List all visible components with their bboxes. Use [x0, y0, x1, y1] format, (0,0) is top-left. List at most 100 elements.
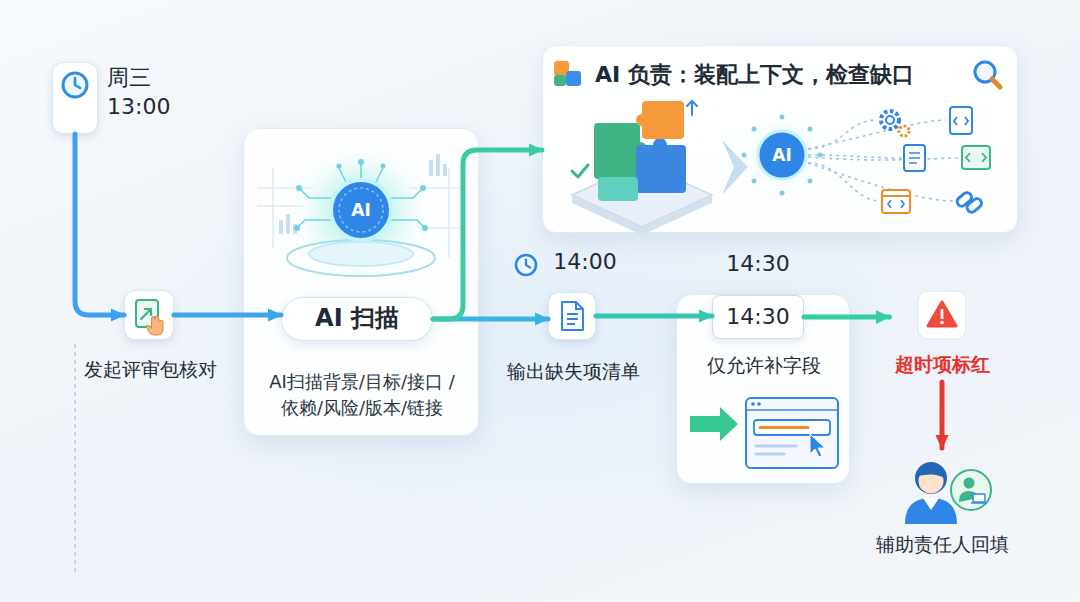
scan-card: AI扫描背景/目标/接口 /依赖/风险/版本/链接AI 扫描 — [243, 128, 479, 436]
ai-scan-illustration-part — [339, 188, 383, 232]
field-form-illustration-part — [754, 420, 830, 435]
context-assembly-illustration-part — [881, 111, 899, 129]
field-form-illustration-part — [757, 402, 761, 406]
scan-pill: AI 扫描 — [281, 297, 433, 341]
text-holder: 14:30 — [726, 250, 789, 279]
responsibility-panel: AI 负责：装配上下文，检查缺口 — [542, 45, 1018, 233]
text-holder: 发起评审包核对 — [84, 357, 217, 382]
field-form-illustration-part — [746, 398, 838, 468]
context-assembly-illustration-part — [954, 117, 968, 125]
clock-icon — [513, 252, 539, 278]
assignee-figure-part — [915, 462, 947, 494]
text-holder: AI 负责：装配上下文，检查缺口 — [595, 61, 914, 90]
context-assembly-illustration-part — [886, 116, 894, 124]
missing-list-node: 14:00输出缺失项清单 — [548, 292, 596, 340]
ai-scan-illustration-part — [443, 164, 447, 176]
context-assembly-illustration-part — [966, 153, 986, 162]
context-assembly-illustration-part — [955, 191, 973, 208]
flow-arrow — [433, 150, 542, 319]
context-assembly-illustration-part — [572, 195, 712, 235]
field-form-illustration-part — [756, 446, 796, 454]
node-text: 超时项标红 — [895, 352, 990, 377]
start-review-icon-part — [141, 309, 151, 319]
node-text: 14:00 — [553, 248, 616, 277]
assignee-figure-part — [964, 478, 975, 489]
context-assembly-illustration-part — [780, 191, 785, 196]
ai-scan-illustration-part — [339, 168, 347, 184]
assignee-node: 辅助责任人回填 — [871, 448, 1014, 560]
ai-scan-illustration-part — [331, 180, 391, 240]
flow-arrow — [596, 314, 712, 319]
ai-scan-illustration-part — [422, 225, 428, 231]
text-holder: AI — [351, 201, 370, 220]
overdue-node: 超时项标红 — [890, 290, 995, 382]
context-assembly-illustration-part — [742, 153, 747, 158]
clock-node: 周三 13:00 — [52, 62, 98, 134]
ai-scan-illustration-part — [360, 164, 362, 180]
field-form-illustration-part — [751, 402, 755, 406]
context-assembly-illustration-part — [818, 153, 823, 158]
node-text: AI 负责：装配上下文，检查缺口 — [595, 61, 914, 90]
context-assembly-illustration-part — [962, 146, 990, 169]
flow-arrow — [940, 382, 945, 448]
node-text: 14:30 — [726, 303, 789, 332]
context-assembly-illustration-part — [636, 114, 648, 126]
ai-scan-illustration-part — [309, 242, 413, 266]
node-text: 仅允许补字段 — [707, 353, 821, 378]
context-assembly-illustration-part — [598, 177, 638, 201]
document-icon — [548, 292, 596, 340]
ai-scan-illustration-part — [297, 220, 331, 228]
node-text: 辅助责任人回填 — [876, 532, 1009, 557]
context-assembly-illustration-part — [808, 120, 960, 201]
flow-arrow — [174, 313, 281, 318]
ai-scan-illustration-part — [287, 138, 435, 286]
context-assembly-illustration-part — [780, 115, 785, 120]
context-assembly-illustration-part — [965, 197, 983, 214]
ai-scan-illustration-part — [436, 154, 440, 176]
field-form-illustration-part — [690, 407, 738, 441]
node-text: AI 扫描 — [315, 303, 399, 334]
text-holder: 输出缺失项清单 — [507, 359, 640, 384]
ai-scan-illustration-part — [381, 164, 386, 169]
context-assembly-illustration-part — [636, 145, 686, 193]
ai-scan-illustration-part — [299, 188, 331, 198]
context-assembly-illustration-part — [594, 123, 640, 179]
ai-scan-illustration-part — [294, 225, 300, 231]
ai-scan-illustration-part — [391, 188, 423, 198]
context-assembly-illustration-part — [566, 71, 581, 86]
clock-icon — [52, 62, 98, 108]
assignee-figure-part — [905, 498, 957, 524]
context-assembly-illustration-part — [882, 195, 910, 197]
context-assembly-illustration-part — [882, 190, 910, 213]
flow-arrow — [804, 315, 890, 320]
context-assembly-illustration-part — [904, 145, 925, 171]
context-assembly-illustration-part — [554, 75, 566, 86]
assignee-figure — [887, 448, 997, 528]
context-assembly-illustration-part — [738, 111, 826, 199]
ai-badge-label: AI — [351, 201, 370, 220]
context-assembly-illustration-part — [899, 126, 909, 136]
text-holder: 仅允许补字段 — [707, 353, 821, 378]
context-assembly-illustration-part — [752, 127, 757, 132]
ai-scan-illustration-part — [429, 160, 433, 176]
ai-scan-illustration-part — [273, 168, 274, 248]
start-review-icon-part — [146, 316, 163, 335]
context-assembly-illustration-part — [808, 155, 902, 158]
text-holder: 超时项标红 — [895, 352, 990, 377]
text-holder: AI — [772, 146, 791, 165]
ai-scan-illustration-part — [337, 164, 342, 169]
context-assembly-illustration-part — [642, 101, 684, 139]
context-assembly-illustration-part — [950, 107, 972, 134]
flow-arrow — [75, 134, 124, 315]
context-assembly-illustration-part — [909, 153, 920, 163]
context-assembly-illustration-part — [888, 200, 904, 208]
context-assembly-illustration-part — [758, 131, 806, 179]
text-holder: 周三 13:00 — [107, 63, 183, 121]
ai-scan-illustration-part — [287, 240, 435, 276]
assignee-figure-part — [923, 498, 939, 510]
context-assembly-illustration-part — [808, 179, 813, 184]
ai-scan-illustration-part — [420, 185, 426, 191]
assignee-figure-part — [971, 502, 987, 504]
ai-scan-illustration-part — [279, 220, 283, 234]
